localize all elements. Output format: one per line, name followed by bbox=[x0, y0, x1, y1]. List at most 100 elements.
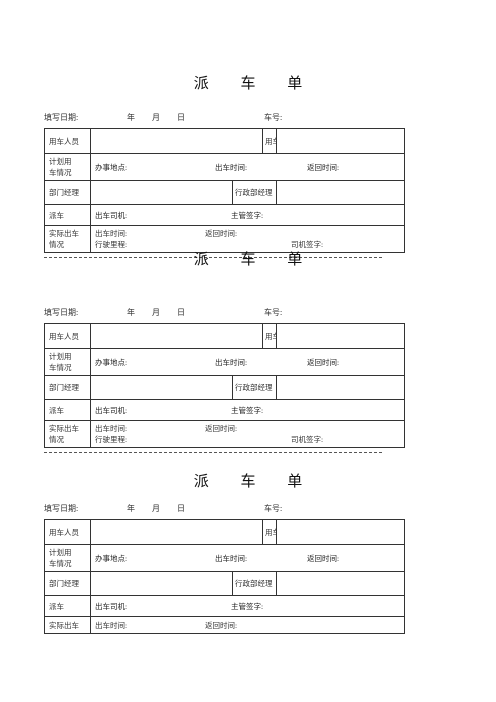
actual-label-line2: 情况 bbox=[49, 240, 64, 249]
actual-return-label: 返回时间: bbox=[205, 424, 238, 433]
car-number-label: 车号: bbox=[264, 504, 283, 513]
dept-manager-field[interactable] bbox=[90, 375, 233, 400]
dispatch-table: 用车人员 用车事由 计划用 车情况 办事地点: 出车时间: 返回时间: 部门经理 行… bbox=[44, 128, 405, 253]
dispatch-field[interactable]: 出车司机: 主管签字: bbox=[90, 204, 405, 226]
actual-field[interactable]: 出车时间: 返回时间: 行驶里程: 司机签字: bbox=[90, 420, 405, 448]
cut-line bbox=[44, 452, 382, 453]
reason-field[interactable] bbox=[276, 519, 405, 545]
admin-manager-label: 行政部经理 bbox=[232, 375, 277, 400]
plan-label-line1: 计划用 bbox=[49, 548, 72, 557]
actual-field[interactable]: 出车时间: 返回时间: 行驶里程: 司机签字: bbox=[90, 225, 405, 253]
location-label: 办事地点: bbox=[95, 357, 128, 367]
plan-field[interactable]: 办事地点: 出车时间: 返回时间: bbox=[90, 348, 405, 376]
actual-depart-label: 出车时间: bbox=[95, 424, 128, 433]
actual-label: 实际出车 bbox=[44, 616, 91, 634]
actual-return-label: 返回时间: bbox=[205, 620, 238, 630]
mileage-label: 行驶里程: bbox=[95, 240, 128, 249]
cut-line bbox=[44, 257, 382, 258]
admin-manager-field[interactable] bbox=[276, 375, 405, 400]
car-number-label: 车号: bbox=[264, 113, 283, 122]
return-time-label: 返回时间: bbox=[307, 553, 340, 563]
depart-time-label: 出车时间: bbox=[215, 553, 248, 563]
month-label: 月 bbox=[152, 504, 160, 513]
plan-label: 计划用 车情况 bbox=[44, 348, 91, 376]
form-title: 派 车 单 bbox=[193, 252, 317, 268]
dispatch-label: 派车 bbox=[44, 204, 91, 226]
actual-label-line1: 实际出车 bbox=[49, 424, 79, 433]
supervisor-sign-label: 主管签字: bbox=[231, 210, 264, 220]
admin-manager-label: 行政部经理 bbox=[232, 180, 277, 205]
day-label: 日 bbox=[177, 113, 185, 122]
dept-manager-field[interactable] bbox=[90, 571, 233, 596]
dispatch-field[interactable]: 出车司机: 主管签字: bbox=[90, 595, 405, 617]
return-time-label: 返回时间: bbox=[307, 162, 340, 172]
fill-date-label: 填写日期: bbox=[44, 113, 79, 122]
dispatch-table: 用车人员 用车事由 计划用 车情况 办事地点: 出车时间: 返回时间: 部门经理 行… bbox=[44, 519, 405, 634]
driver-label: 出车司机: bbox=[95, 601, 128, 611]
admin-manager-label: 行政部经理 bbox=[232, 571, 277, 596]
mileage-label: 行驶里程: bbox=[95, 435, 128, 444]
driver-label: 出车司机: bbox=[95, 210, 128, 220]
user-field[interactable] bbox=[90, 128, 263, 154]
year-label: 年 bbox=[127, 504, 135, 513]
actual-label-line1: 实际出车 bbox=[49, 229, 79, 238]
actual-label: 实际出车 情况 bbox=[44, 225, 91, 253]
plan-label: 计划用 车情况 bbox=[44, 153, 91, 181]
plan-label: 计划用 车情况 bbox=[44, 544, 91, 572]
car-number-label: 车号: bbox=[264, 308, 283, 317]
admin-manager-field[interactable] bbox=[276, 571, 405, 596]
form-title: 派 车 单 bbox=[193, 76, 317, 92]
month-label: 月 bbox=[152, 308, 160, 317]
reason-label-text: 用车事由 bbox=[265, 331, 276, 341]
driver-label: 出车司机: bbox=[95, 405, 128, 415]
plan-label-line1: 计划用 bbox=[49, 352, 72, 361]
day-label: 日 bbox=[177, 308, 185, 317]
user-label: 用车人员 bbox=[44, 323, 91, 349]
user-label: 用车人员 bbox=[44, 519, 91, 545]
reason-field[interactable] bbox=[276, 323, 405, 349]
form-title: 派 车 单 bbox=[193, 474, 317, 490]
reason-label: 用车事由 bbox=[262, 519, 277, 545]
reason-label: 用车事由 bbox=[262, 323, 277, 349]
day-label: 日 bbox=[177, 504, 185, 513]
plan-field[interactable]: 办事地点: 出车时间: 返回时间: bbox=[90, 153, 405, 181]
fill-date-label: 填写日期: bbox=[44, 308, 79, 317]
driver-sign-label: 司机签字: bbox=[291, 240, 324, 249]
admin-manager-field[interactable] bbox=[276, 180, 405, 205]
dept-manager-field[interactable] bbox=[90, 180, 233, 205]
dept-manager-label: 部门经理 bbox=[44, 571, 91, 596]
plan-label-line2: 车情况 bbox=[49, 559, 72, 568]
user-label: 用车人员 bbox=[44, 128, 91, 154]
reason-label-text: 用车事由 bbox=[265, 527, 276, 537]
month-label: 月 bbox=[152, 113, 160, 122]
plan-label-line1: 计划用 bbox=[49, 157, 72, 166]
reason-field[interactable] bbox=[276, 128, 405, 154]
actual-label-line2: 情况 bbox=[49, 435, 64, 444]
year-label: 年 bbox=[127, 308, 135, 317]
dispatch-field[interactable]: 出车司机: 主管签字: bbox=[90, 399, 405, 421]
actual-depart-label: 出车时间: bbox=[95, 620, 128, 630]
user-field[interactable] bbox=[90, 519, 263, 545]
actual-return-label: 返回时间: bbox=[205, 229, 238, 238]
user-field[interactable] bbox=[90, 323, 263, 349]
dept-manager-label: 部门经理 bbox=[44, 180, 91, 205]
actual-field[interactable]: 出车时间: 返回时间: bbox=[90, 616, 405, 634]
return-time-label: 返回时间: bbox=[307, 357, 340, 367]
reason-label-text: 用车事由 bbox=[265, 136, 276, 146]
dispatch-table: 用车人员 用车事由 计划用 车情况 办事地点: 出车时间: 返回时间: 部门经理 行… bbox=[44, 323, 405, 448]
plan-label-line2: 车情况 bbox=[49, 168, 72, 177]
dispatch-label: 派车 bbox=[44, 595, 91, 617]
dispatch-label: 派车 bbox=[44, 399, 91, 421]
actual-label: 实际出车 情况 bbox=[44, 420, 91, 448]
actual-depart-label: 出车时间: bbox=[95, 229, 128, 238]
location-label: 办事地点: bbox=[95, 162, 128, 172]
location-label: 办事地点: bbox=[95, 553, 128, 563]
plan-field[interactable]: 办事地点: 出车时间: 返回时间: bbox=[90, 544, 405, 572]
driver-sign-label: 司机签字: bbox=[291, 435, 324, 444]
depart-time-label: 出车时间: bbox=[215, 162, 248, 172]
supervisor-sign-label: 主管签字: bbox=[231, 601, 264, 611]
dept-manager-label: 部门经理 bbox=[44, 375, 91, 400]
reason-label: 用车事由 bbox=[262, 128, 277, 154]
depart-time-label: 出车时间: bbox=[215, 357, 248, 367]
supervisor-sign-label: 主管签字: bbox=[231, 405, 264, 415]
